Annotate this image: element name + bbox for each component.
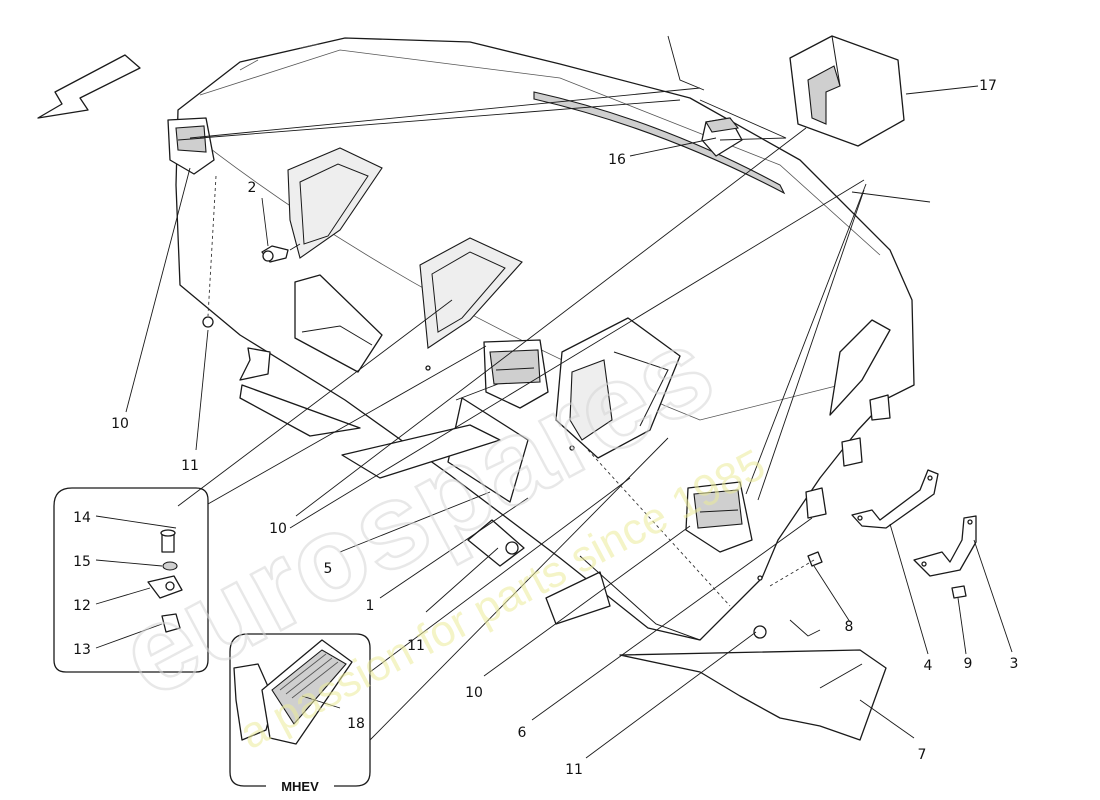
clip-8 (807, 551, 823, 567)
callout-12: 12 (73, 598, 91, 614)
callout-5: 5 (324, 561, 333, 577)
leader-lines (95, 35, 1013, 759)
callout-10: 10 (111, 416, 129, 432)
callout-3: 3 (1010, 656, 1019, 672)
callout-14: 14 (73, 510, 91, 526)
callout-15: 15 (73, 554, 91, 570)
callout-11: 11 (181, 458, 199, 474)
callout-18: 18 (347, 716, 365, 732)
cover-cap-17 (789, 35, 905, 147)
screw-2 (261, 245, 289, 263)
callout-2: 2 (248, 180, 257, 196)
nut-9 (951, 585, 967, 599)
clip-16 (701, 117, 743, 157)
mhev-label: MHEV (281, 779, 319, 794)
callout-6: 6 (518, 725, 527, 741)
direction-arrow-icon (37, 54, 141, 119)
bracket-3 (913, 515, 977, 577)
callout-10: 10 (269, 521, 287, 537)
callout-8: 8 (845, 619, 854, 635)
callout-labels: 17 16 2 10 11 14 15 12 13 10 5 1 11 18 1… (73, 78, 1018, 794)
callout-10: 10 (465, 685, 483, 701)
callout-4: 4 (924, 658, 933, 674)
belt-guide-left (167, 117, 215, 175)
callout-11: 11 (407, 638, 425, 654)
callout-16: 16 (608, 152, 626, 168)
mhev-inset (229, 633, 371, 796)
callout-11: 11 (565, 762, 583, 778)
callout-17: 17 (979, 78, 997, 94)
callout-7: 7 (918, 747, 927, 763)
callout-9: 9 (964, 656, 973, 672)
callout-13: 13 (73, 642, 91, 658)
callout-1: 1 (366, 598, 375, 614)
bracket-4 (851, 469, 939, 529)
center-vent-housing (555, 317, 681, 459)
fastener-inset (53, 487, 209, 673)
belt-guide-right (685, 481, 753, 553)
